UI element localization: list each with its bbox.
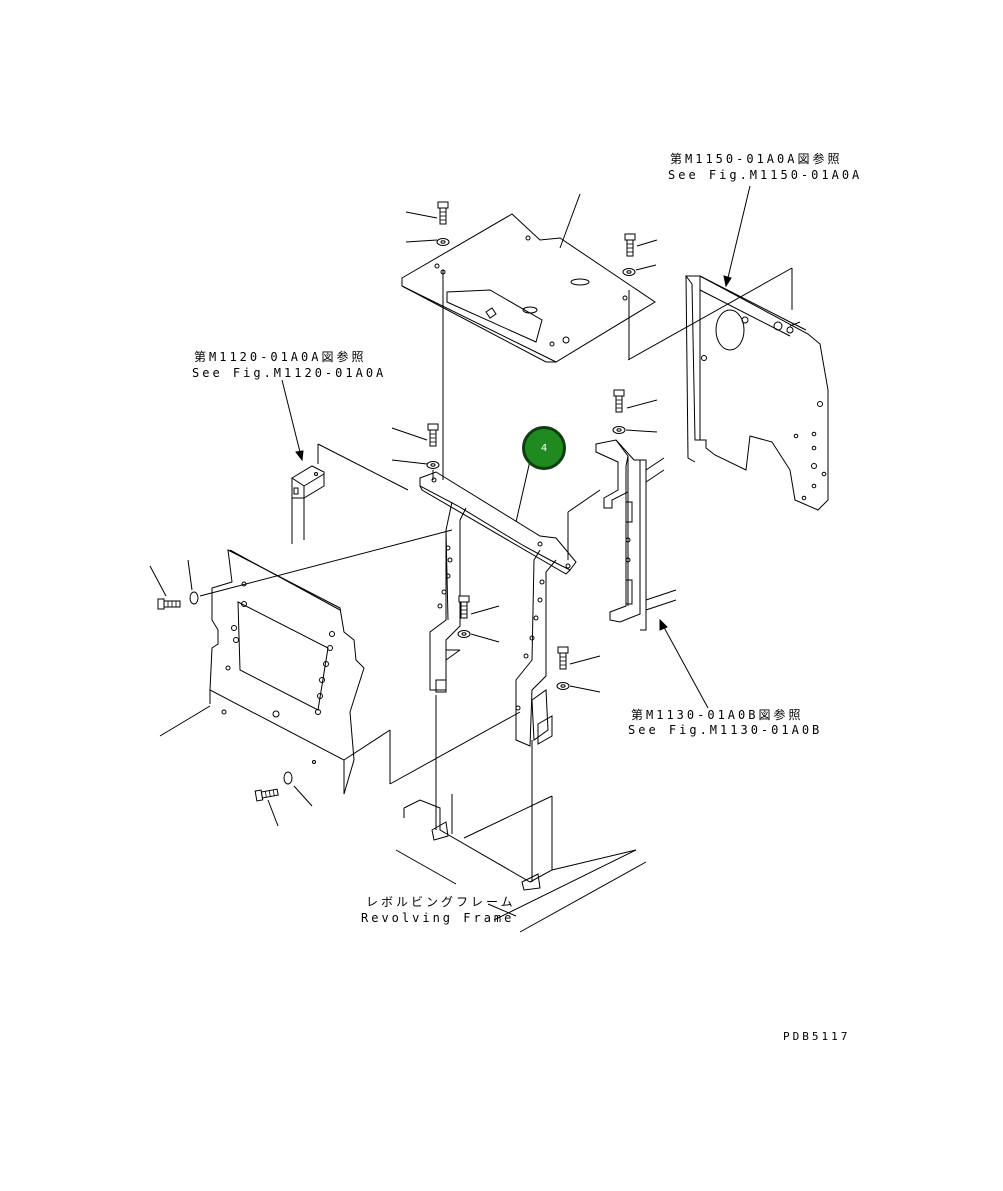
center-left-washer <box>426 461 440 469</box>
lower-left-washer <box>283 771 293 785</box>
left-small-bracket <box>291 443 409 544</box>
center-right-washer <box>556 682 570 690</box>
reference-m1130-jp: 第M1130-01A0B図参照 <box>631 708 804 722</box>
reference-m1120-jp: 第M1120-01A0A図参照 <box>194 350 367 364</box>
reference-m1150-jp: 第M1150-01A0A図参照 <box>670 152 843 166</box>
center-left-bolt <box>427 423 439 447</box>
leader-lines-center <box>391 427 601 693</box>
right-column-washer <box>612 426 626 434</box>
right-column-bolt <box>613 389 625 413</box>
part-callout-number: 4 <box>540 442 548 454</box>
top-cover-plate <box>401 213 656 363</box>
top-left-washer <box>436 238 450 246</box>
reference-leader-lines <box>281 185 751 709</box>
part-callout-4[interactable]: 4 <box>522 426 566 470</box>
reference-m1150-en: See Fig.M1150-01A0A <box>668 168 863 182</box>
top-right-washer <box>622 268 636 276</box>
left-panel-bolt <box>157 598 181 610</box>
reference-m1130-en: See Fig.M1130-01A0B <box>628 723 823 737</box>
center-support-frame <box>419 451 577 747</box>
center-mid-washer <box>457 630 471 638</box>
revolving-frame-label-jp: レボルビングフレーム <box>366 895 516 909</box>
right-column <box>595 439 677 631</box>
center-mid-bolt <box>458 595 470 619</box>
leader-lines-top <box>405 193 658 271</box>
revolving-frame-label-en: Revolving Frame <box>361 911 515 925</box>
leader-line <box>626 399 658 409</box>
leader-lines-left <box>149 559 313 827</box>
left-panel <box>159 529 521 795</box>
assembly-center-lines <box>432 270 630 882</box>
center-right-bolt <box>557 646 569 670</box>
revolving-frame <box>395 794 647 933</box>
left-panel-washer <box>189 591 199 605</box>
reference-m1120-en: See Fig.M1120-01A0A <box>192 366 387 380</box>
leader-line <box>625 429 658 433</box>
top-left-bolt <box>437 201 449 225</box>
top-right-bolt <box>624 233 636 257</box>
lower-left-bolt <box>254 786 280 802</box>
drawing-code: PDB5117 <box>783 1030 851 1043</box>
right-upper-bracket <box>627 267 829 511</box>
